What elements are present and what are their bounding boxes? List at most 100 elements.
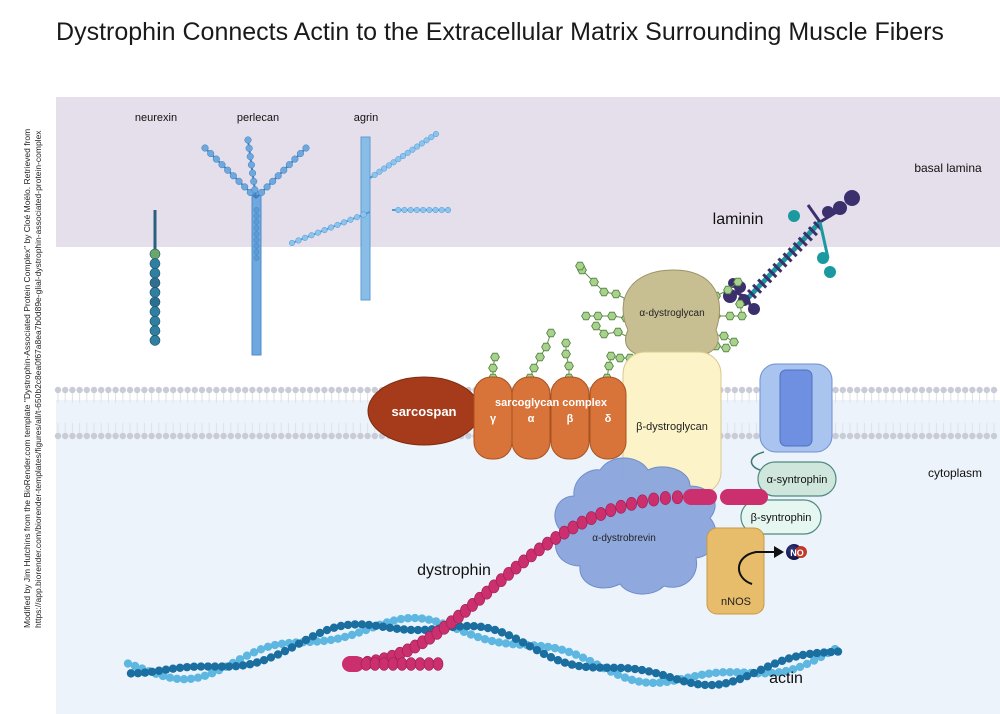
agrin-arm-bead	[432, 130, 440, 138]
lipid-head	[753, 432, 760, 440]
lipid-head	[155, 432, 162, 440]
actin-monomer	[385, 623, 395, 632]
lipid-head	[357, 386, 364, 394]
actin-monomer	[242, 651, 252, 660]
neurexin-domain	[149, 287, 161, 298]
actin-monomer	[406, 625, 416, 635]
perlecan-arm-bead	[241, 183, 249, 191]
actin-monomer	[826, 647, 836, 657]
actin-monomer	[525, 642, 535, 651]
glycan-unit	[561, 338, 571, 348]
agrin-arm-bead	[390, 159, 397, 166]
glycan-unit	[721, 343, 731, 353]
lipid-head	[350, 386, 357, 394]
actin-filament	[123, 613, 843, 690]
agrin-arm-bead	[385, 162, 392, 169]
perlecan-arm-bead	[251, 186, 259, 194]
laminin-arm	[806, 204, 822, 223]
agrin-arm-bead	[395, 206, 402, 214]
lipid-head	[335, 386, 342, 394]
lipid-head	[148, 432, 155, 440]
dystrophin-c-terminal-domain	[720, 489, 768, 505]
actin-monomer	[231, 661, 241, 671]
nnos-label: nNOS	[721, 596, 751, 608]
actin-monomer	[546, 653, 556, 662]
lipid-head	[861, 386, 868, 394]
glycan-unit	[591, 321, 601, 331]
lipid-head	[465, 432, 472, 440]
lipid-head	[76, 432, 83, 440]
actin-monomer	[613, 670, 623, 680]
lipid-head	[357, 432, 364, 440]
lipid-head	[335, 432, 342, 440]
lipid-head	[126, 386, 134, 394]
lipid-head	[256, 432, 263, 440]
actin-monomer	[557, 645, 567, 655]
laminin-coil-turn	[787, 247, 798, 258]
perlecan-arm-bead	[224, 166, 232, 174]
actin-monomer	[665, 672, 675, 682]
laminin-globular-domain	[822, 206, 834, 218]
actin-monomer	[634, 677, 644, 686]
actin-monomer	[802, 659, 812, 669]
lipid-head	[119, 386, 127, 394]
laminin-coil-turn	[782, 252, 793, 263]
lipid-head	[947, 432, 954, 440]
actin-monomer	[357, 620, 367, 629]
actin-monomer	[707, 680, 717, 690]
lipid-head	[854, 386, 861, 394]
actin-monomer	[504, 631, 514, 640]
actin-monomer	[126, 669, 136, 678]
lipid-head	[918, 432, 926, 440]
laminin-globular-domain	[748, 303, 760, 315]
lipid-head	[962, 386, 969, 394]
agrin-arm-bead	[295, 237, 302, 244]
actin-monomer	[494, 638, 504, 647]
actin-monomer	[774, 668, 784, 677]
actin-monomer	[627, 675, 637, 685]
lipid-head	[141, 432, 148, 440]
actin-monomer	[133, 669, 143, 678]
actin-monomer	[812, 648, 822, 658]
lipid-head	[962, 432, 969, 440]
lipid-head	[846, 432, 854, 440]
glycan-unit	[723, 285, 733, 295]
lipid-head	[926, 432, 933, 440]
actin-monomer	[553, 656, 563, 665]
no-production-arrow	[738, 551, 776, 585]
lipid-head	[890, 432, 897, 440]
perlecan-arm-bead	[296, 150, 304, 158]
perlecan-arm-bead	[250, 177, 258, 185]
lipid-head	[184, 432, 191, 440]
lipid-head	[314, 386, 321, 394]
sarcoglycan-gamma-label: γ	[490, 413, 497, 425]
neurexin-domain	[149, 248, 161, 260]
perlecan-arm-bead	[280, 166, 288, 174]
sarcospan-label: sarcospan	[391, 404, 456, 419]
glycan-unit	[606, 351, 616, 361]
actin-monomer	[725, 667, 735, 677]
actin-monomer	[280, 646, 290, 656]
lipid-head	[904, 432, 911, 440]
actin-monomer	[487, 636, 497, 646]
perlecan-arm-bead	[235, 177, 243, 185]
actin-monomer	[403, 614, 413, 623]
neurexin-domain	[149, 325, 161, 337]
lipid-head	[890, 386, 897, 394]
agrin-arm-bead	[426, 206, 433, 214]
perlecan-arm-bead	[246, 153, 254, 161]
glycan-unit	[535, 352, 545, 362]
lipid-head	[976, 386, 983, 394]
actin-monomer	[322, 625, 332, 635]
lipid-head	[868, 386, 875, 394]
agrin-label: agrin	[354, 112, 378, 124]
actin-monomer	[616, 663, 626, 673]
lipid-head	[90, 432, 98, 440]
laminin-coil-turn	[752, 283, 763, 294]
perlecan-arm-bead	[263, 183, 271, 191]
agrin-arm-bead	[327, 224, 335, 231]
dystrophin-actin-binding-domain	[342, 656, 364, 672]
lipid-head	[868, 432, 875, 440]
glycan-unit	[581, 311, 591, 321]
lipid-head	[292, 432, 299, 440]
